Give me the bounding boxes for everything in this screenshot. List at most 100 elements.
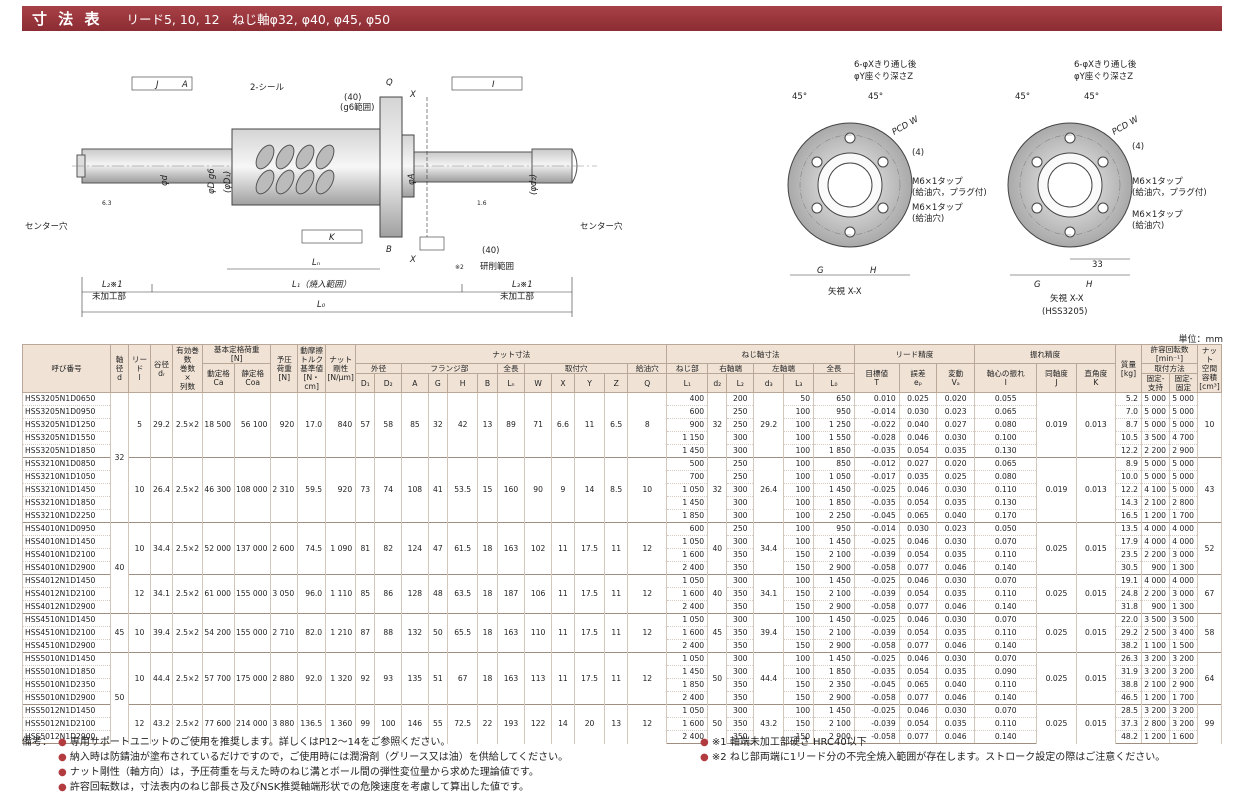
tap2-right: M6×1タップ	[1132, 210, 1183, 220]
cell-l0: 1 850	[813, 496, 855, 510]
cell-rig: 1 210	[325, 613, 357, 653]
cell-t: -0.014	[853, 522, 900, 536]
center-hole-right: センター穴	[580, 221, 623, 232]
cell-l2: 350	[726, 691, 755, 705]
cell-b: 18	[477, 613, 498, 653]
cell-va: 0.040	[936, 678, 976, 692]
cell-b: 22	[477, 704, 498, 744]
dim-phiD: φD g6	[207, 168, 217, 194]
cell-i: 0.130	[974, 444, 1038, 458]
cell-l0: 850	[813, 457, 855, 471]
cbore-left: φY座ぐり深さZ	[854, 71, 913, 82]
cell-speed-fs: 1 100	[1141, 639, 1170, 653]
cell-va: 0.030	[936, 704, 976, 718]
cell-ep: 0.054	[898, 444, 938, 458]
cell-w: 71	[524, 392, 552, 458]
cell-h: 61.5	[446, 522, 479, 575]
cell-ln: 163	[496, 613, 526, 653]
cell-speed-ff: 1 300	[1169, 561, 1198, 575]
cell-l0: 2 900	[813, 561, 855, 575]
model-number: HSS4012N1D2900	[22, 600, 111, 614]
cell-h: 63.5	[446, 574, 479, 614]
cell-mass: 17.9	[1115, 535, 1142, 549]
cell-t: -0.045	[853, 509, 900, 523]
cell-speed-ff: 3 400	[1169, 626, 1198, 640]
cell-l0: 1 450	[813, 535, 855, 549]
cell-h: 72.5	[446, 704, 479, 744]
nut-drawing	[231, 96, 415, 238]
tol-A: A	[181, 80, 188, 90]
cell-turns: 2.5×2	[172, 704, 203, 744]
cell-d1: 73	[355, 457, 376, 523]
cell-l0: 1 250	[813, 418, 855, 432]
cell-va: 0.030	[936, 613, 976, 627]
cell-speed-ff: 5 000	[1169, 483, 1198, 497]
cell-torque: 96.0	[297, 574, 327, 614]
model-number: HSS3210N1D1450	[22, 483, 111, 497]
cell-h: 42	[446, 392, 479, 458]
cell-t: -0.039	[853, 717, 900, 731]
cell-d2: 40	[707, 574, 728, 614]
cell-ep: 0.027	[898, 457, 938, 471]
cell-ep: 0.025	[898, 392, 938, 406]
dim-L0: L₀	[317, 300, 326, 310]
model-number: HSS3205N1D1550	[22, 431, 111, 445]
cell-l2: 300	[726, 613, 755, 627]
cell-ep: 0.054	[898, 548, 938, 562]
cell-a: 146	[401, 704, 429, 744]
cell-l0: 1 850	[813, 444, 855, 458]
cell-dr: 26.4	[150, 457, 173, 523]
cell-j: 0.025	[1036, 704, 1077, 744]
cell-speed-fs: 900	[1141, 600, 1170, 614]
cell-speed-ff: 3 200	[1169, 717, 1198, 731]
cell-va: 0.035	[936, 587, 976, 601]
cell-d2: 32	[707, 392, 728, 458]
cell-ca: 46 300	[202, 457, 235, 523]
cell-l0: 2 350	[813, 678, 855, 692]
cell-b: 18	[477, 522, 498, 575]
tol-J: J	[154, 80, 159, 90]
cell-ep: 0.065	[898, 509, 938, 523]
cell-i: 0.140	[974, 691, 1038, 705]
cell-ep: 0.054	[898, 717, 938, 731]
cell-ca: 52 000	[202, 522, 235, 575]
col-runout: 振れ精度	[974, 344, 1116, 364]
cell-d1: 81	[355, 522, 376, 575]
model-number: HSS4012N1D2100	[22, 587, 111, 601]
cell-speed-fs: 2 500	[1141, 626, 1170, 640]
cell-t: -0.039	[853, 626, 900, 640]
cell-l2: 250	[726, 405, 755, 419]
cell-i: 0.110	[974, 587, 1038, 601]
cell-q: 12	[627, 522, 668, 575]
cell-ep: 0.035	[898, 470, 938, 484]
cell-l3: 150	[783, 639, 815, 653]
model-number: HSS3205N1D1250	[22, 418, 111, 432]
dimension-lines	[81, 76, 573, 317]
cell-speed-ff: 3 200	[1169, 704, 1198, 718]
cell-ln: 163	[496, 522, 526, 575]
cell-l1: 2 400	[666, 561, 709, 575]
model-number: HSS4510N1D2100	[22, 626, 111, 640]
note-item: ● 専用サポートユニットのご使用を推奨します。詳しくはP12～14をご参照くださ…	[58, 737, 451, 748]
cell-va: 0.035	[936, 548, 976, 562]
cell-l0: 950	[813, 522, 855, 536]
cell-rig: 1 110	[325, 574, 357, 614]
cell-i: 0.140	[974, 561, 1038, 575]
cell-stroke: 64	[1197, 652, 1222, 705]
cell-h: 65.5	[446, 613, 479, 653]
cell-t: -0.012	[853, 457, 900, 471]
cell-speed-ff: 1 300	[1169, 600, 1198, 614]
cell-t: -0.017	[853, 470, 900, 484]
cell-mass: 14.3	[1115, 496, 1142, 510]
cell-d2: 93	[374, 652, 403, 705]
center-hole-left: センター穴	[25, 221, 68, 232]
model-number: HSS5010N1D2350	[22, 678, 111, 692]
cell-turns: 2.5×2	[172, 574, 203, 614]
cell-a: 108	[401, 457, 429, 523]
model-number: HSS3210N1D2250	[22, 509, 111, 523]
